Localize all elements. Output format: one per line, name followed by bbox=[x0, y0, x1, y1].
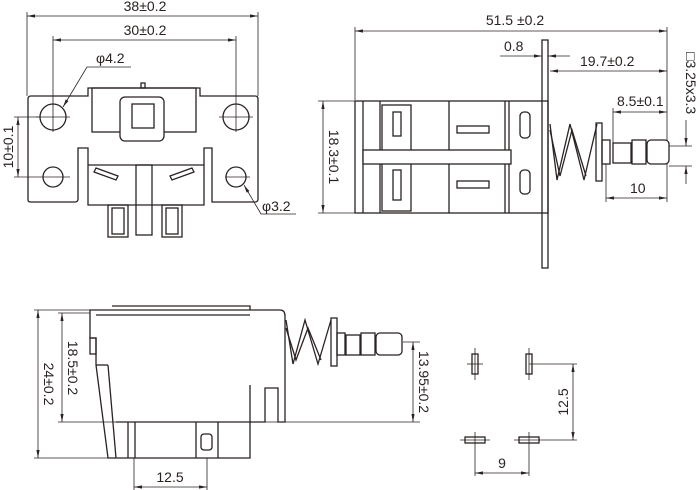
dim-small-hole: φ3.2 bbox=[262, 198, 291, 214]
pin-layout: 12.5 9 bbox=[460, 348, 577, 476]
dim-tip-length: 8.5±0.1 bbox=[617, 93, 664, 109]
dim-plunger-height: 13.95±0.2 bbox=[416, 351, 432, 413]
dim-plunger-section: □3.25x3.3 bbox=[683, 52, 699, 114]
dim-overall-length: 51.5 ±0.2 bbox=[486, 12, 544, 28]
dim-body-height: 18.3±0.1 bbox=[326, 130, 342, 185]
dim-hole-spacing: 30±0.2 bbox=[124, 22, 167, 38]
dim-body-height-bottom: 18.5±0.2 bbox=[65, 341, 81, 396]
dim-pin-spacing: 12.5 bbox=[156, 469, 183, 485]
dim-large-hole: φ4.2 bbox=[96, 50, 125, 66]
dim-overall-width: 38±0.2 bbox=[124, 0, 167, 14]
dim-vertical-spacing: 10±0.1 bbox=[0, 125, 16, 168]
dim-plate-thickness: 0.8 bbox=[504, 38, 524, 54]
dim-stroke-length: 10 bbox=[630, 180, 646, 196]
bottom-view: 24±0.2 18.5±0.2 13.95±0.2 12.5 bbox=[34, 305, 432, 490]
front-view: 38±0.2 30±0.2 φ4.2 10±0.1 φ3.2 bbox=[0, 0, 296, 238]
dim-pin-vertical-spacing: 12.5 bbox=[555, 388, 571, 415]
side-view: 51.5 ±0.2 0.8 19.7±0.2 8.5±0.1 10 □3.25x… bbox=[318, 12, 699, 269]
dim-pin-horizontal-spacing: 9 bbox=[498, 455, 506, 471]
dim-total-height: 24±0.2 bbox=[41, 363, 57, 406]
dim-plunger-length: 19.7±0.2 bbox=[580, 53, 635, 69]
